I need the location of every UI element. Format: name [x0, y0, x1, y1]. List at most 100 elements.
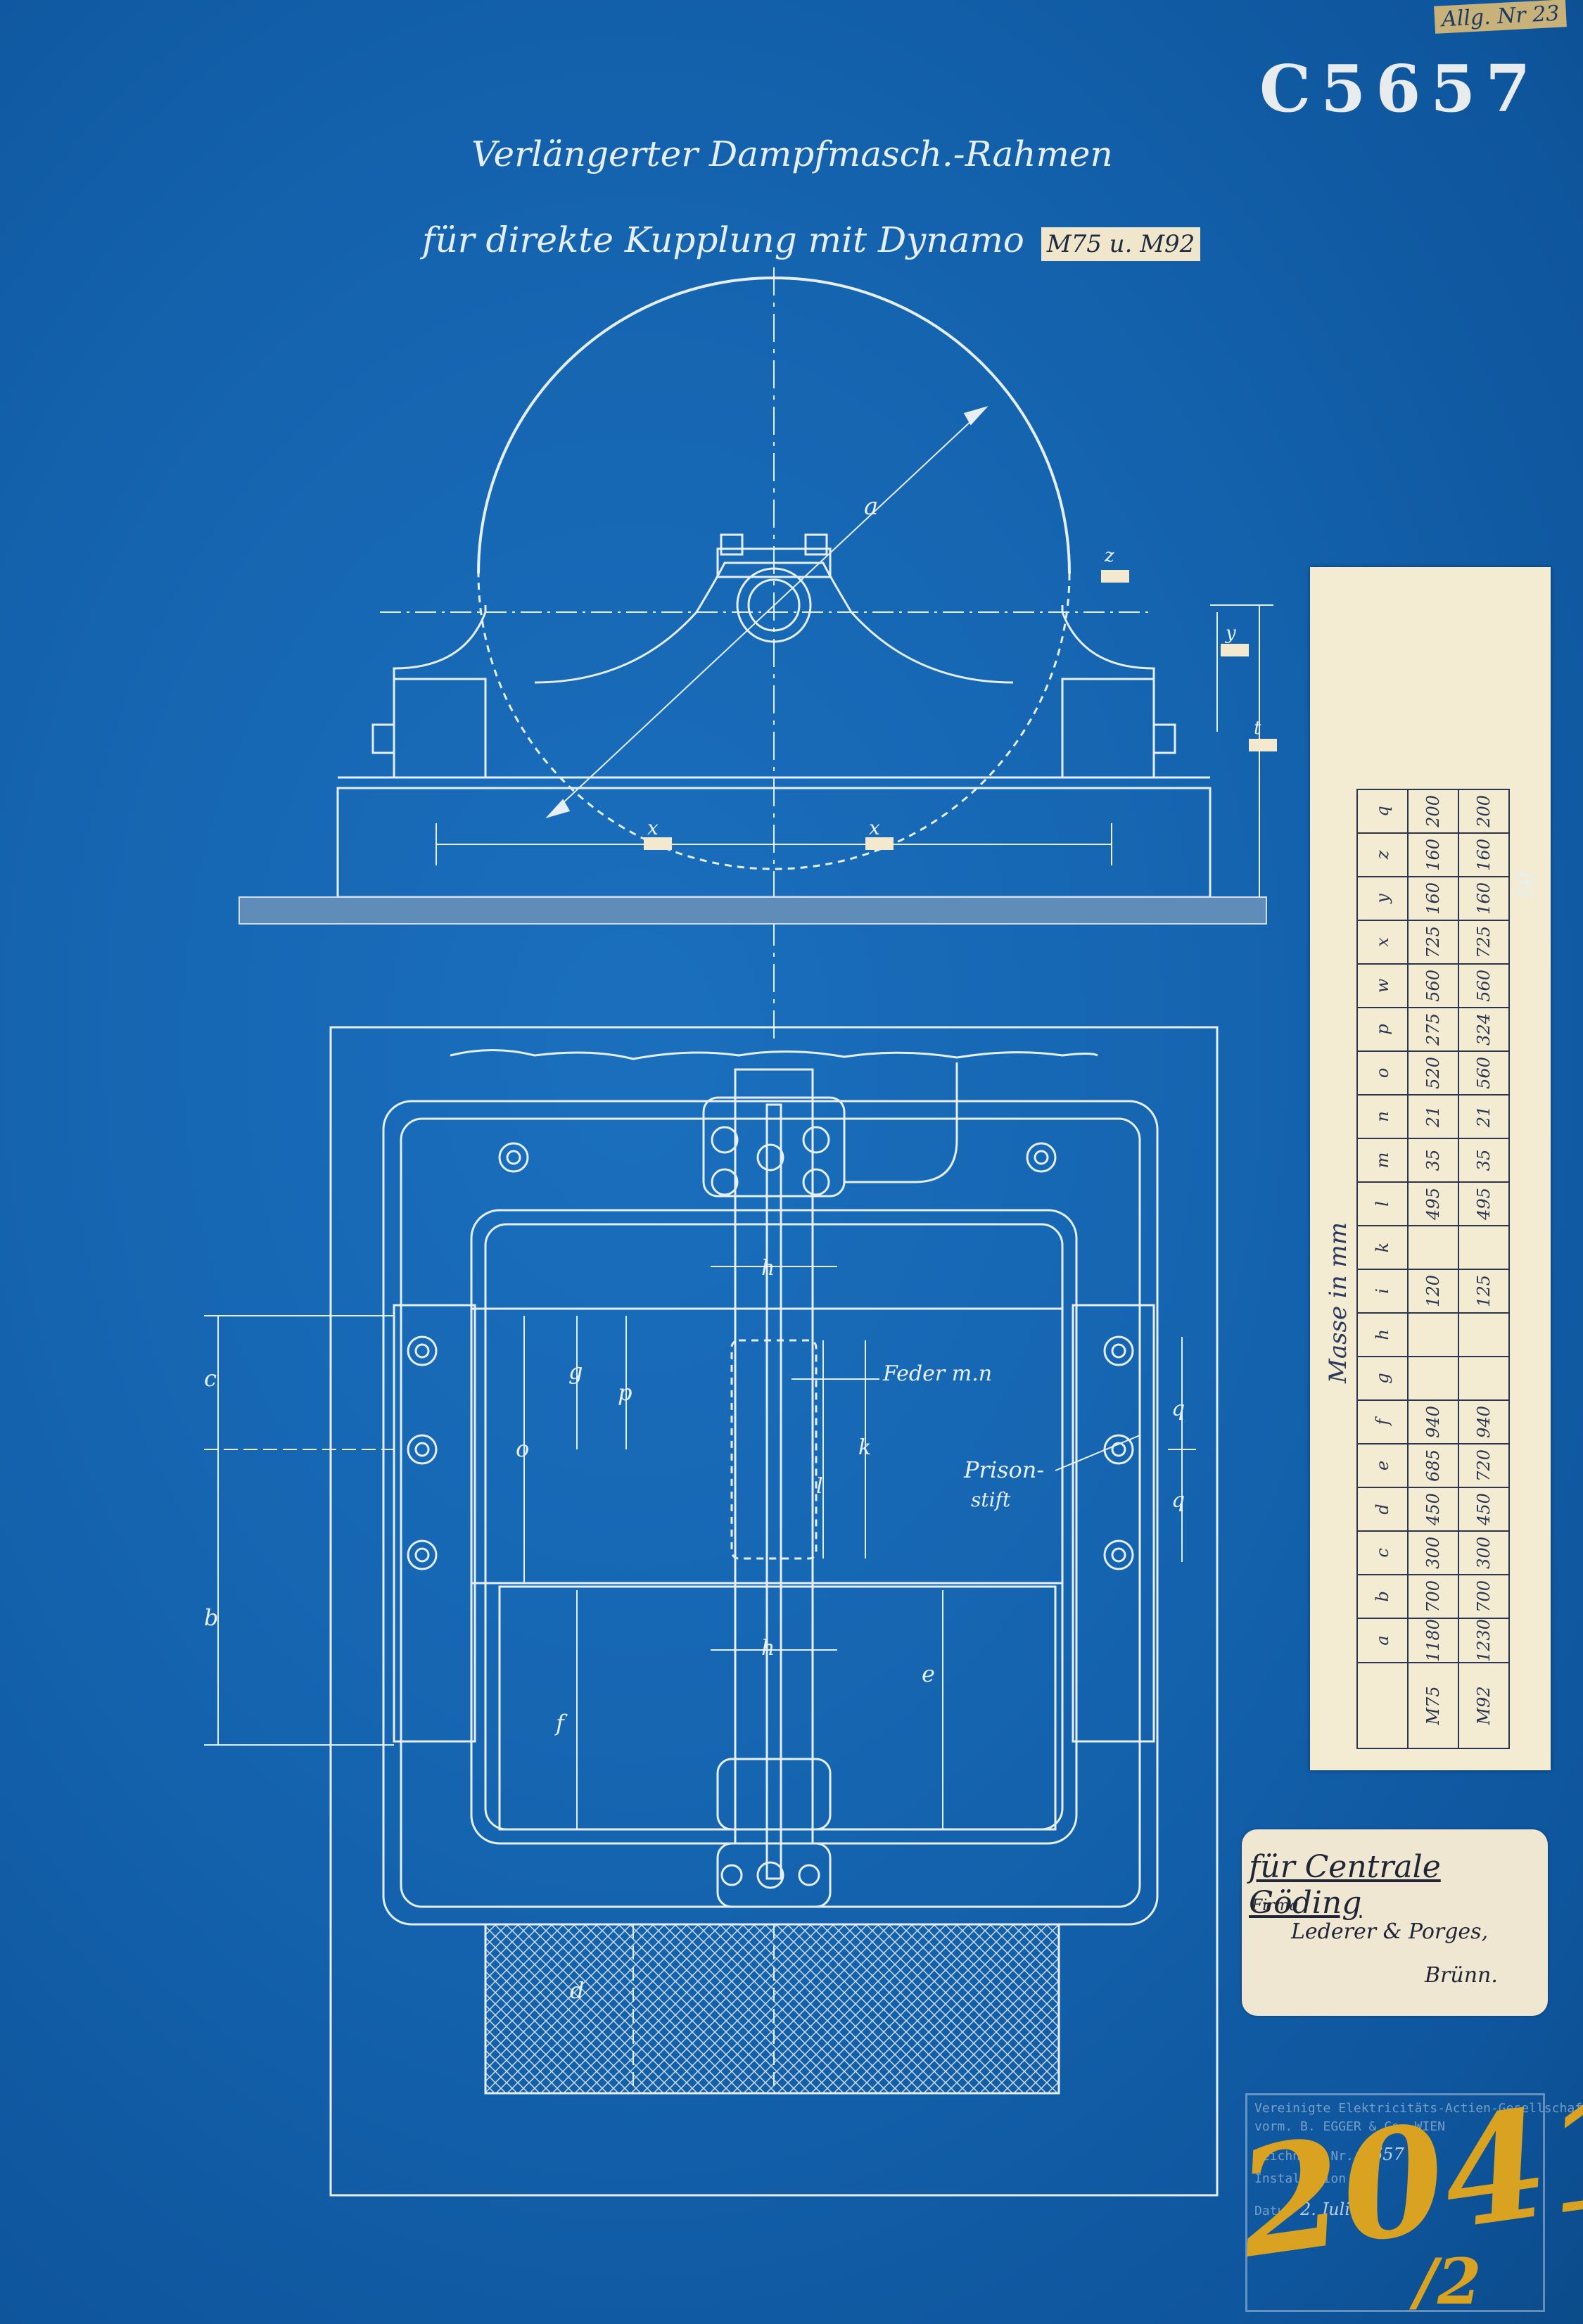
- col-b: b: [1357, 1574, 1408, 1618]
- title-line-2: für direkte Kupplung mit Dynamo M75 u. M…: [422, 220, 1201, 261]
- col-i: i: [1357, 1269, 1408, 1313]
- stamp-line-3: Zeichnung Nr. 5657: [1254, 2145, 1404, 2164]
- table-cell: 21: [1408, 1094, 1458, 1138]
- table-cell: 495: [1458, 1181, 1509, 1226]
- label-y: y: [1226, 623, 1236, 644]
- label-line-4: Brünn.: [1425, 1963, 1498, 1988]
- label-prison: Prison-: [964, 1456, 1045, 1483]
- table-cell: 324: [1458, 1007, 1509, 1051]
- label-p: p: [618, 1379, 632, 1406]
- table-caption: Masse in mm: [1324, 1222, 1352, 1383]
- label-h-bottom: h: [761, 1636, 775, 1661]
- table-cell: 450: [1408, 1487, 1458, 1531]
- table-cell: 450: [1458, 1487, 1509, 1531]
- label-line-2: Firma: [1252, 1897, 1299, 1915]
- col-q: q: [1357, 789, 1408, 833]
- table-cell: [1458, 1312, 1509, 1357]
- col-a: a: [1357, 1618, 1408, 1663]
- table-cell: 495: [1408, 1181, 1458, 1226]
- label-t: t: [1254, 718, 1261, 739]
- dimension-table: a b c d e f g h i k l m n o p w x y z q: [1356, 789, 1510, 1749]
- label-feder: Feder m.n: [883, 1361, 993, 1386]
- table-cell: 160: [1408, 876, 1458, 920]
- dim-tag-t: [1249, 739, 1277, 751]
- table-cell: 700: [1408, 1574, 1458, 1618]
- col-c: c: [1357, 1530, 1408, 1575]
- table-cell: 560: [1458, 963, 1509, 1008]
- label-k: k: [858, 1435, 872, 1460]
- table-cell: 35: [1458, 1138, 1509, 1182]
- dynamo-hatch: [484, 1923, 1060, 2095]
- table-cell: 200: [1408, 789, 1458, 833]
- table-cell: 560: [1458, 1050, 1509, 1095]
- table-cell: 275: [1408, 1007, 1458, 1051]
- title-line-1: Verlängerter Dampfmasch.-Rahmen: [471, 134, 1113, 174]
- table-cell: 200: [1458, 789, 1509, 833]
- dim-tag-y: [1221, 644, 1249, 656]
- table-cell: 700: [1458, 1574, 1509, 1618]
- table-cell: 1180: [1408, 1618, 1458, 1663]
- col-y: y: [1357, 876, 1408, 920]
- table-cell: 725: [1458, 920, 1509, 964]
- col-z: z: [1357, 832, 1408, 877]
- col-h: h: [1357, 1312, 1408, 1357]
- label-x-right: x: [869, 816, 880, 839]
- col-p: p: [1357, 1007, 1408, 1051]
- table-cell: [1408, 1356, 1458, 1400]
- stamp-line-2: vorm. B. EGGER & Co. WIEN: [1254, 2119, 1445, 2134]
- side-note: 50: [1513, 871, 1539, 899]
- label-q-bottom: q: [1171, 1488, 1185, 1513]
- table-cell: [1408, 1312, 1458, 1357]
- table-cell: 35: [1408, 1138, 1458, 1182]
- table-cell: 1230: [1458, 1618, 1509, 1663]
- drawing-number: C5657: [1259, 51, 1541, 127]
- label-q-top: q: [1171, 1397, 1185, 1421]
- company-stamp: Vereinigte Elektricitäts-Actien-Gesellsc…: [1245, 2093, 1583, 2312]
- address-label: für Centrale Göding Firma Lederer & Porg…: [1242, 1829, 1548, 2016]
- stamp-line-1: Vereinigte Elektricitäts-Actien-Gesellsc…: [1254, 2101, 1583, 2116]
- dim-tag-x-right: [865, 837, 894, 850]
- stamp-drawing-number: 5657: [1361, 2145, 1404, 2164]
- stamp-drawing-label: Zeichnung Nr.: [1254, 2149, 1354, 2164]
- label-b: b: [204, 1604, 219, 1631]
- col-g: g: [1357, 1356, 1408, 1400]
- table-cell: 21: [1458, 1094, 1509, 1138]
- table-cell: 120: [1408, 1269, 1458, 1313]
- table-cell: [1408, 1225, 1458, 1269]
- table-row: M92 1230 700 300 450 720 940 125 495 35 …: [1458, 789, 1509, 1748]
- label-e: e: [922, 1661, 935, 1687]
- table-cell: 720: [1458, 1443, 1509, 1487]
- dim-tag-x-left: [644, 837, 672, 850]
- col-f: f: [1357, 1399, 1408, 1444]
- label-a: a: [864, 493, 879, 521]
- label-h-top: h: [761, 1256, 775, 1281]
- stamp-date-value: 2. Juli: [1300, 2199, 1350, 2219]
- label-x-left: x: [647, 816, 659, 839]
- col-x: x: [1357, 920, 1408, 964]
- table-cell: 300: [1458, 1530, 1509, 1575]
- table-corner-cell: [1357, 1663, 1408, 1748]
- label-stift: stift: [971, 1488, 1011, 1511]
- gold-archive-subnumber: /2: [1414, 2244, 1482, 2319]
- label-z: z: [1105, 545, 1114, 566]
- table-cell: 520: [1408, 1050, 1458, 1095]
- table-cell: [1458, 1225, 1509, 1269]
- dimension-table-sheet: Masse in mm a b c d e f g h i k l m n o …: [1310, 567, 1551, 1770]
- row-model: M92: [1458, 1663, 1509, 1748]
- label-line-3: Lederer & Porges,: [1291, 1919, 1489, 1944]
- table-cell: 940: [1408, 1399, 1458, 1444]
- stamp-date-label: Datum: [1254, 2204, 1293, 2218]
- stamp-line-4: Installation Nr.: [1254, 2171, 1377, 2186]
- col-n: n: [1357, 1094, 1408, 1138]
- table-cell: 300: [1408, 1530, 1458, 1575]
- label-g: g: [568, 1358, 583, 1385]
- dimension-table-rotated: Masse in mm a b c d e f g h i k l m n o …: [1324, 588, 1510, 1749]
- table-cell: 125: [1458, 1269, 1509, 1313]
- table-cell: 940: [1458, 1399, 1509, 1444]
- label-f: f: [556, 1710, 564, 1736]
- table-header-row: a b c d e f g h i k l m n o p w x y z q: [1357, 789, 1408, 1748]
- label-l: l: [816, 1474, 823, 1499]
- col-e: e: [1357, 1443, 1408, 1487]
- col-o: o: [1357, 1050, 1408, 1095]
